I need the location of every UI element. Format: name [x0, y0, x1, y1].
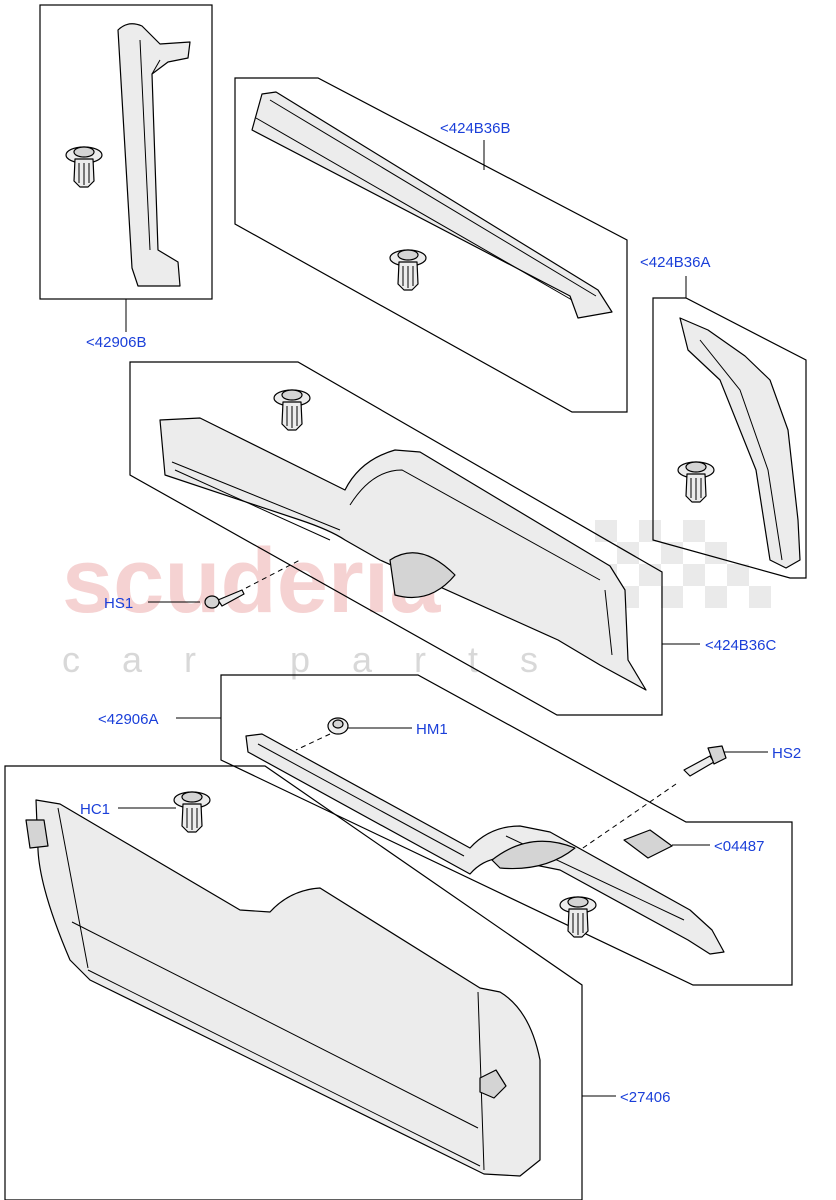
dash-HM1 [295, 733, 331, 751]
group-424B36A [652, 276, 807, 579]
callout-424B36C[interactable]: <424B36C [705, 637, 776, 654]
group-42906B [39, 4, 213, 332]
callout-42906A[interactable]: <42906A [98, 711, 158, 728]
callout-424B36B[interactable]: <424B36B [440, 120, 510, 137]
pillar-trim-424B36A [679, 317, 801, 569]
clip-424B36C [273, 389, 311, 431]
callout-42906B[interactable]: <42906B [86, 334, 146, 351]
nut-HM1 [295, 717, 412, 751]
screw-HS1 [148, 559, 301, 609]
group-424B36B [234, 77, 628, 413]
clip-424B36B [389, 249, 427, 291]
group-frame-27406 [4, 765, 583, 1200]
callout-424B36A[interactable]: <424B36A [640, 254, 710, 271]
clip-42906B [65, 146, 103, 188]
pillar-trim-42906B [117, 23, 191, 287]
dash-HS1 [245, 559, 301, 589]
panel-trim-27406 [25, 799, 541, 1177]
group-frame-42906A [220, 674, 793, 986]
watermark-sub: car parts [62, 639, 580, 680]
clip-424B36A [677, 461, 715, 503]
callout-HC1[interactable]: HC1 [80, 801, 110, 818]
clip-42906A [559, 896, 597, 938]
callout-HS2[interactable]: HS2 [772, 745, 801, 762]
group-42906A [176, 674, 793, 986]
group-27406 [4, 765, 616, 1200]
callout-HM1[interactable]: HM1 [416, 721, 448, 738]
callout-04487[interactable]: <04487 [714, 838, 764, 855]
pad-04487 [623, 829, 710, 859]
group-frame-424B36C [129, 361, 663, 716]
strip-trim-42906A [245, 733, 725, 955]
sill-trim-424B36C [159, 417, 647, 691]
clip-HC1 [173, 791, 211, 833]
dash-HS2 [579, 783, 677, 851]
group-frame-424B36B [234, 77, 628, 413]
callout-27406[interactable]: <27406 [620, 1089, 670, 1106]
screw-HS2 [579, 745, 768, 851]
group-424B36C [129, 361, 700, 716]
callout-HS1[interactable]: HS1 [104, 595, 133, 612]
strip-trim-424B36B [251, 91, 613, 319]
